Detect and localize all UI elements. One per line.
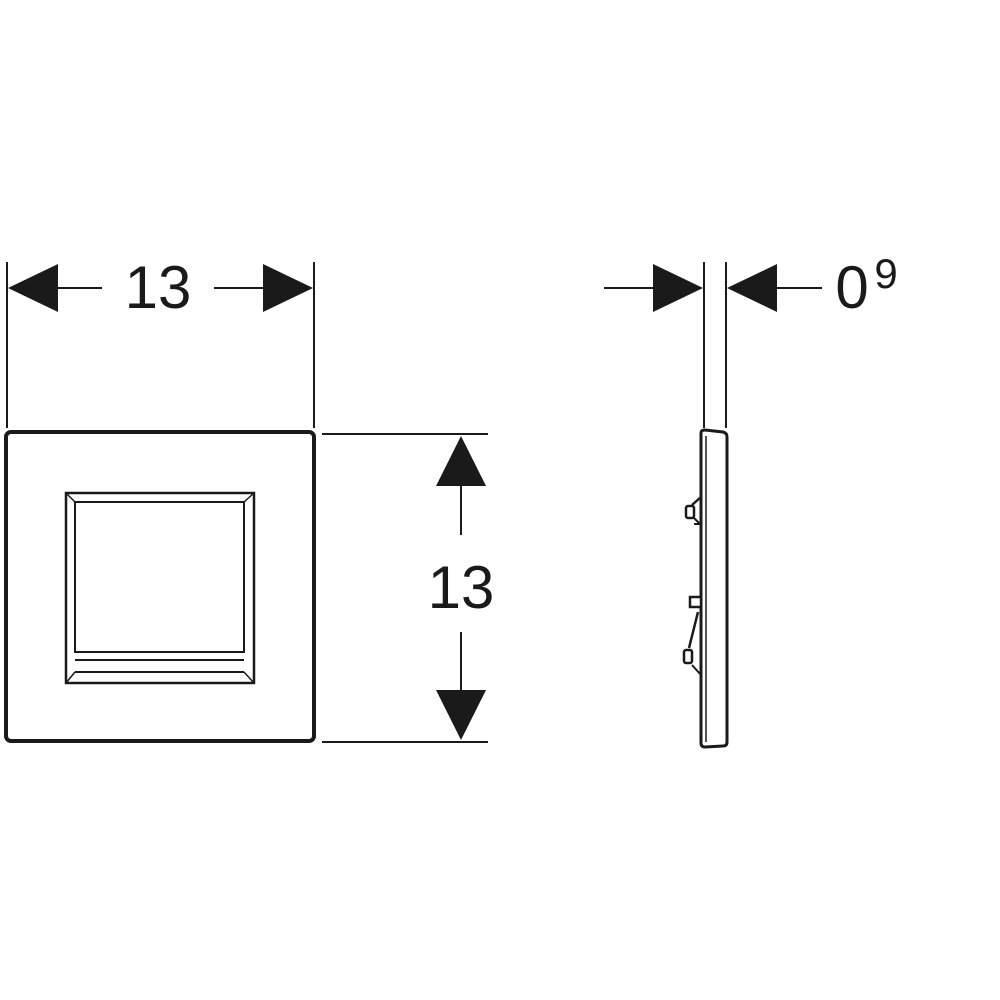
width-arrow-left [8,264,58,312]
upper-clip [684,496,702,526]
height-arrow-top [436,436,486,486]
width-arrow-right [263,264,313,312]
height-arrow-bottom [436,690,486,740]
side-view: 0 9 [604,250,898,749]
front-view: 13 13 [4,254,495,743]
button-face [74,501,245,653]
thickness-label-main: 0 [835,254,868,321]
thickness-arrow-right [727,264,777,312]
lower-clip [682,595,703,676]
width-label: 13 [125,254,192,321]
height-label: 13 [428,554,495,621]
button-bevel-tl [65,492,76,503]
button-bevel-bl [65,671,76,684]
button-bevel-tr [243,492,255,503]
plate-profile [699,428,729,749]
thickness-arrow-left [653,264,703,312]
thickness-label-sup: 9 [874,250,897,297]
button-bevel-br [243,671,255,684]
